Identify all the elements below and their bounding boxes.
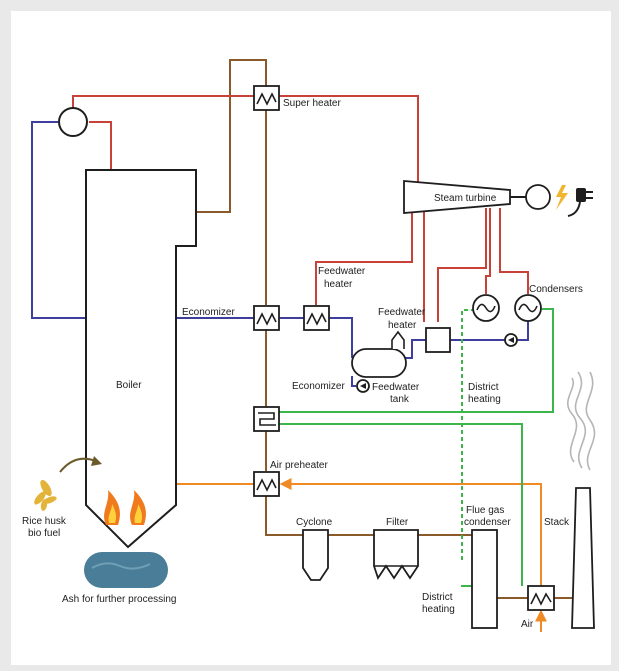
feedwater-heater-box bbox=[303, 305, 330, 331]
label-filter: Filter bbox=[386, 517, 409, 528]
generator-icon bbox=[525, 184, 551, 210]
label-rice-husk-line1: Rice husk bbox=[22, 516, 67, 527]
label-flue-gas-condenser-line2: condenser bbox=[464, 517, 511, 528]
district-heating-return bbox=[279, 308, 554, 413]
super-heater-box bbox=[253, 85, 280, 111]
smoke-plume-1 bbox=[574, 371, 587, 469]
feedwater-heater-2-box bbox=[425, 327, 451, 353]
label-flue-gas-condenser-line1: Flue gas bbox=[466, 505, 504, 516]
label-super-heater: Super heater bbox=[283, 98, 341, 109]
label-economizer-small: Economizer bbox=[292, 381, 345, 392]
economizer-box bbox=[253, 305, 280, 331]
ash-container bbox=[84, 552, 168, 588]
label-feedwater-heater-1-line1: Feedwater bbox=[318, 266, 366, 277]
water-tank-to-feedwater-heater bbox=[329, 317, 353, 358]
fuel-feed-arrowhead bbox=[91, 456, 102, 466]
label-feedwater-tank-line1: Feedwater bbox=[372, 382, 420, 393]
label-district-heating-line1: District bbox=[468, 382, 499, 393]
pump-icon bbox=[356, 333, 518, 393]
steam-drum-to-superheater bbox=[72, 95, 254, 110]
steam-to-condenser-1 bbox=[485, 208, 491, 294]
label-feedwater-tank-line2: tank bbox=[390, 394, 410, 405]
district-exchanger-coil bbox=[258, 412, 276, 426]
lightning-icon bbox=[556, 185, 568, 210]
steam-lines bbox=[72, 95, 529, 322]
condensate-pump-arrow bbox=[508, 337, 514, 343]
steam-riser bbox=[89, 121, 112, 170]
husk-grain-4 bbox=[40, 499, 48, 511]
air-to-preheater bbox=[279, 478, 542, 586]
label-stack: Stack bbox=[544, 517, 570, 528]
water-drum-downcomer bbox=[31, 121, 88, 319]
cyclone bbox=[302, 529, 329, 581]
air-preheater-box bbox=[253, 471, 280, 497]
smoke-plume-2 bbox=[585, 371, 596, 471]
label-air-preheater: Air preheater bbox=[270, 460, 328, 471]
boiler-body bbox=[85, 169, 197, 549]
water-tank-to-pump bbox=[351, 376, 356, 387]
label-feedwater-heater-1-line2: heater bbox=[324, 279, 353, 290]
water-condensate bbox=[516, 320, 529, 341]
stack bbox=[571, 487, 595, 629]
plug-cable bbox=[567, 201, 581, 217]
steam-drum bbox=[58, 107, 88, 137]
water-lines bbox=[31, 121, 529, 387]
label-district-heating-bottom-line2: heating bbox=[422, 604, 455, 615]
flue-gas-condenser bbox=[471, 529, 498, 629]
label-district-heating-bottom-line1: District bbox=[422, 592, 453, 603]
steam-extraction-feedwater-heater-1 bbox=[315, 208, 413, 305]
steam-extraction-3 bbox=[437, 208, 487, 322]
air-heat-exchanger-box bbox=[527, 585, 555, 611]
flame-left-inner bbox=[108, 504, 116, 523]
economizer-pump-arrow bbox=[360, 383, 366, 389]
air-exchanger-coil bbox=[530, 592, 552, 606]
flame-right-inner bbox=[134, 504, 142, 523]
label-feedwater-heater-2-line2: heater bbox=[388, 320, 417, 331]
smoke-plume-3 bbox=[566, 377, 578, 463]
label-boiler: Boiler bbox=[116, 380, 142, 391]
flame-icon bbox=[104, 490, 146, 525]
condenser-2-wave bbox=[518, 303, 538, 313]
rice-husk-icon bbox=[34, 479, 57, 511]
steam-turbine bbox=[403, 180, 511, 214]
label-rice-husk-line2: bio fuel bbox=[28, 528, 60, 539]
steam-superheater-to-turbine bbox=[279, 95, 419, 183]
condenser-1-wave bbox=[476, 303, 496, 313]
air-lines bbox=[176, 478, 547, 632]
district-heating-to-air-exchanger bbox=[279, 423, 523, 586]
flue-gas-to-cyclone bbox=[265, 496, 303, 536]
label-district-heating-line2: heating bbox=[468, 394, 501, 405]
steam-to-condenser-2 bbox=[499, 208, 529, 294]
label-ash: Ash for further processing bbox=[62, 594, 177, 605]
ash-texture bbox=[91, 562, 151, 570]
heat-exchanger-icon bbox=[256, 92, 552, 606]
label-feedwater-heater-2-line1: Feedwater bbox=[378, 307, 426, 318]
plug-body bbox=[576, 188, 586, 202]
filter bbox=[373, 529, 419, 581]
feedwater-tank bbox=[351, 348, 407, 378]
label-air: Air bbox=[521, 619, 534, 630]
air-preheater-coil bbox=[256, 478, 277, 492]
water-heater2-to-tank bbox=[405, 339, 426, 359]
plug-icon bbox=[567, 188, 593, 217]
economizer-coil bbox=[256, 312, 277, 326]
label-economizer-main: Economizer bbox=[182, 307, 235, 318]
husk-grain-2 bbox=[34, 491, 46, 505]
super-heater-coil bbox=[256, 92, 277, 106]
smoke-icon bbox=[566, 371, 596, 471]
flue-gas-boiler-to-superheater bbox=[196, 59, 267, 213]
label-steam-turbine: Steam turbine bbox=[434, 193, 497, 204]
feedwater-tank-deaerator bbox=[391, 330, 405, 349]
label-cyclone: Cyclone bbox=[296, 517, 333, 528]
condenser-waves bbox=[476, 303, 538, 313]
husk-grain-1 bbox=[40, 479, 52, 497]
feedwater-heater-coil bbox=[306, 312, 327, 326]
label-condensers: Condensers bbox=[529, 284, 583, 295]
